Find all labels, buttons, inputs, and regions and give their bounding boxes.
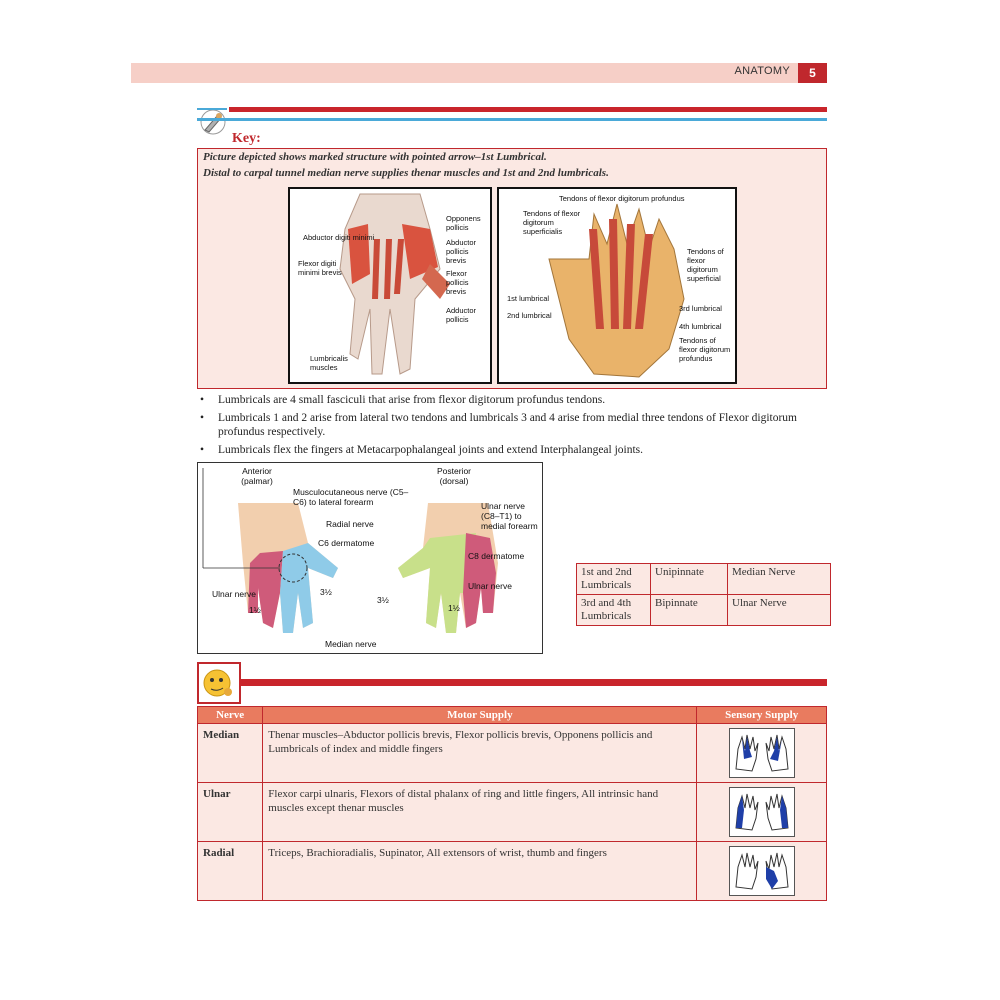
median-sensory-hand-icon [728, 728, 795, 778]
label-fdp-tendons-top: Tendons of flexor digitorum profundus [559, 194, 685, 203]
sensory-supply-image [696, 723, 827, 783]
label-2nd-lumbrical: 2nd lumbrical [507, 311, 552, 320]
column-header-nerve: Nerve [196, 706, 264, 724]
table-row: Ulnar Flexor carpi ulnaris, Flexors of d… [196, 782, 827, 842]
motor-supply: Thenar muscles–Abductor pollicis brevis,… [262, 723, 698, 783]
label-ulnar-nerve-right: Ulnar nerve [468, 581, 512, 591]
column-header-sensory: Sensory Supply [696, 706, 827, 724]
label-posterior: Posterior (dorsal) [436, 466, 471, 486]
label-3rd-lumbrical: 3rd lumbrical [679, 304, 722, 313]
key-line-1: Picture depicted shows marked structure … [203, 151, 547, 163]
label-abductor-pollicis-brevis: Abductor pollicis brevis [446, 238, 477, 265]
nerve-name: Ulnar [196, 782, 264, 842]
dermatome-figure: Anterior (palmar) Posterior (dorsal) Mus… [197, 462, 543, 654]
table-cell: 1st and 2nd Lumbricals [576, 563, 651, 595]
page-number: 5 [798, 63, 827, 83]
motor-supply: Flexor carpi ulnaris, Flexors of distal … [262, 782, 698, 842]
ulnar-sensory-hand-icon [728, 787, 795, 837]
label-4th-lumbrical: 4th lumbrical [679, 322, 722, 331]
label-radial-nerve: Radial nerve [326, 519, 374, 529]
label-abductor-digiti-minimi: Abductor digiti minimi [303, 233, 375, 242]
table-header-row: Nerve Motor Supply Sensory Supply [196, 706, 827, 724]
lumbrical-table: 1st and 2nd Lumbricals Unipinnate Median… [576, 563, 831, 626]
label-adductor-pollicis: Adductor pollicis [446, 306, 477, 324]
lumbrical-facts-list: Lumbricals are 4 small fasciculi that ar… [200, 393, 828, 461]
label-opponens-pollicis: Opponens pollicis [446, 214, 481, 232]
label-c8-dermatome: C8 dermatome [468, 551, 525, 561]
label-c6-dermatome: C6 dermatome [318, 538, 375, 548]
hand-tendons-illustration [548, 203, 685, 378]
radial-sensory-hand-icon [728, 846, 795, 896]
table-cell: Unipinnate [650, 563, 728, 595]
label-median-nerve: Median nerve [325, 639, 377, 649]
label-flexor-digiti-minimi: Flexor digiti minimi brevis [298, 259, 342, 277]
motor-supply: Triceps, Brachioradialis, Supinator, All… [262, 841, 698, 901]
divider-blue-short [197, 108, 227, 110]
key-label: Key: [232, 131, 261, 146]
table-row: 3rd and 4th Lumbricals Bipinnate Ulnar N… [576, 594, 831, 626]
list-item: Lumbricals flex the fingers at Metacarpo… [200, 443, 828, 457]
thinking-face-icon [203, 669, 232, 697]
table-row: 1st and 2nd Lumbricals Unipinnate Median… [576, 563, 831, 595]
list-item: Lumbricals 1 and 2 arise from lateral tw… [200, 411, 828, 439]
nerve-supply-table: Nerve Motor Supply Sensory Supply Median… [196, 706, 827, 901]
label-one-half-left: 1½ [249, 605, 261, 615]
page-header: ANATOMY 5 [131, 63, 827, 83]
table-cell: Median Nerve [727, 563, 831, 595]
label-three-half-left: 3½ [320, 587, 332, 597]
list-item: Lumbricals are 4 small fasciculi that ar… [200, 393, 828, 407]
dermatome-illustration [202, 468, 498, 633]
section-title: ANATOMY [734, 65, 790, 77]
label-one-half-right: 1½ [448, 603, 460, 613]
sensory-supply-image [696, 841, 827, 901]
emoji-icon-box [197, 662, 241, 704]
sensory-supply-image [696, 782, 827, 842]
nerve-name: Radial [196, 841, 264, 901]
key-line-2: Distal to carpal tunnel median nerve sup… [203, 167, 609, 179]
label-three-half-right: 3½ [377, 595, 389, 605]
column-header-motor: Motor Supply [262, 706, 698, 724]
table-cell: Ulnar Nerve [727, 594, 831, 626]
table-row: Radial Triceps, Brachioradialis, Supinat… [196, 841, 827, 901]
divider-red-2 [239, 679, 827, 686]
label-1st-lumbrical: 1st lumbrical [507, 294, 550, 303]
table-cell: Bipinnate [650, 594, 728, 626]
label-fds-tendons-right: Tendons of flexor digitorum superficial [687, 247, 724, 283]
hand-tendons-figure: Tendons of flexor digitorum profundus Te… [497, 187, 737, 384]
table-row: Median Thenar muscles–Abductor pollicis … [196, 723, 827, 783]
hand-muscles-illustration [339, 193, 450, 375]
label-fdp-tendons-bottom: Tendons of flexor digitorum profundus [679, 336, 731, 363]
label-anterior: Anterior (palmar) [241, 466, 273, 486]
label-fds-tendons: Tendons of flexor digitorum superficiali… [523, 209, 581, 236]
hand-muscles-figure: Abductor digiti minimi Flexor digiti min… [288, 187, 492, 384]
table-cell: 3rd and 4th Lumbricals [576, 594, 651, 626]
label-lumbricalis-muscles: Lumbricalis muscles [310, 354, 348, 372]
divider-blue [197, 118, 827, 121]
label-musculocutaneous: Musculocutaneous nerve (C5–C6) to latera… [293, 487, 409, 507]
label-flexor-pollicis-brevis: Flexor pollicis brevis [446, 269, 469, 296]
nerve-name: Median [196, 723, 264, 783]
key-icon [199, 108, 227, 136]
divider-red [229, 107, 827, 112]
label-ulnar-nerve-left: Ulnar nerve [212, 589, 256, 599]
label-ulnar-nerve-top: Ulnar nerve (C8–T1) to medial forearm [481, 501, 538, 531]
